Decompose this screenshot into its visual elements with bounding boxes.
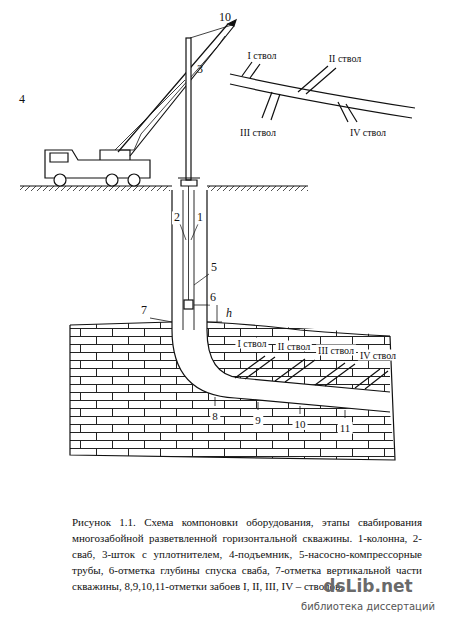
callout-number: 9 (253, 414, 263, 426)
branch-label: IV ствол (350, 127, 386, 138)
callout-number: 7 (139, 304, 149, 317)
rod (186, 38, 191, 180)
callout-number: 1 (195, 211, 205, 224)
branch-label: III ствол (240, 127, 276, 138)
branch-label: III ствол (316, 345, 356, 356)
callout-number: 10 (293, 418, 308, 430)
callout-number: 2 (172, 211, 182, 224)
watermark: библиотека диссертаций (301, 601, 435, 612)
branch-label: II ствол (329, 53, 361, 64)
branch-label: I ствол (235, 338, 268, 349)
page-number: 10 (219, 11, 231, 24)
branch-label: II ствол (276, 341, 312, 352)
branch-label: IV ствол (358, 350, 398, 361)
rock-top (70, 322, 390, 336)
callout-number: 6 (208, 291, 218, 304)
crane-boom (115, 20, 236, 156)
well-branches (235, 356, 388, 389)
hoist-truck (45, 150, 150, 186)
casing (207, 190, 390, 392)
callout-number: 8 (210, 410, 220, 422)
swab (184, 300, 193, 309)
branch-label: I ствол (247, 50, 276, 61)
dimension-label: h (224, 307, 234, 320)
callout-number: 5 (209, 261, 219, 274)
casing (172, 190, 390, 412)
callout-number: 11 (338, 422, 353, 434)
callout-number: 4 (19, 93, 25, 106)
callout-number: 3 (197, 63, 203, 76)
branch-scheme (230, 62, 415, 122)
watermark: dsLib.net (323, 577, 412, 596)
wellhead (178, 178, 200, 186)
